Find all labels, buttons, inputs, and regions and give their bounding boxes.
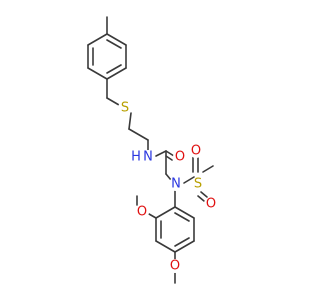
atom-label-s: S [194, 177, 202, 192]
bond [174, 212, 190, 222]
bond [165, 173, 172, 181]
atom-o-sulfonyl-top: O [189, 144, 203, 159]
atom-label-n: N [171, 177, 181, 192]
bond [106, 97, 120, 106]
atom-label-o: O [137, 205, 147, 220]
atom-o-methoxy-5: O [168, 259, 182, 274]
label-backdrop [204, 197, 218, 211]
bond [183, 176, 195, 184]
bond [155, 240, 176, 253]
bond-lines [87, 16, 214, 284]
atom-label-n: N [143, 150, 153, 165]
bond [165, 155, 173, 161]
bond [106, 67, 127, 80]
label-backdrop [189, 144, 203, 158]
bond [174, 237, 190, 247]
bond [174, 240, 195, 253]
bond [128, 128, 149, 141]
atom-label-o: O [175, 150, 185, 165]
atom-s-thioether: S [118, 101, 132, 116]
bond [106, 33, 127, 46]
label-backdrop [141, 150, 155, 164]
atom-label-h: H [131, 150, 141, 165]
bond [148, 213, 157, 219]
bond [106, 39, 122, 49]
label-backdrop [168, 259, 182, 273]
atom-nh-amide: N H [130, 150, 155, 165]
bond [197, 195, 205, 202]
atom-label-o: O [206, 197, 216, 212]
bond [87, 33, 108, 46]
bond [200, 191, 208, 198]
atom-o-methoxy-2: O [135, 205, 149, 220]
atom-labels: S N H O N S O O O [118, 101, 218, 274]
atom-s-sulfonyl: S [191, 177, 205, 192]
label-backdrop [169, 177, 183, 191]
label-backdrop [191, 177, 205, 191]
atom-n-sulfonamide: N [169, 177, 183, 192]
bond [106, 64, 122, 74]
bond [165, 150, 175, 157]
atom-o-sulfonyl-bottom: O [204, 197, 218, 212]
atom-label-o: O [170, 259, 180, 274]
label-backdrop [118, 101, 132, 115]
bond [87, 67, 108, 80]
bond [128, 112, 132, 130]
label-backdrop [135, 205, 149, 219]
bond [155, 150, 167, 157]
bond [174, 206, 195, 219]
atom-label-s: S [121, 101, 129, 116]
label-backdrop [130, 151, 142, 163]
bond [202, 165, 214, 173]
atom-o-carbonyl: O [173, 150, 187, 165]
molecule-structure-diagram: S N H O N S O O O [87, 16, 218, 284]
atom-label-o: O [191, 144, 201, 159]
bond [155, 206, 176, 219]
label-backdrop [173, 150, 187, 164]
